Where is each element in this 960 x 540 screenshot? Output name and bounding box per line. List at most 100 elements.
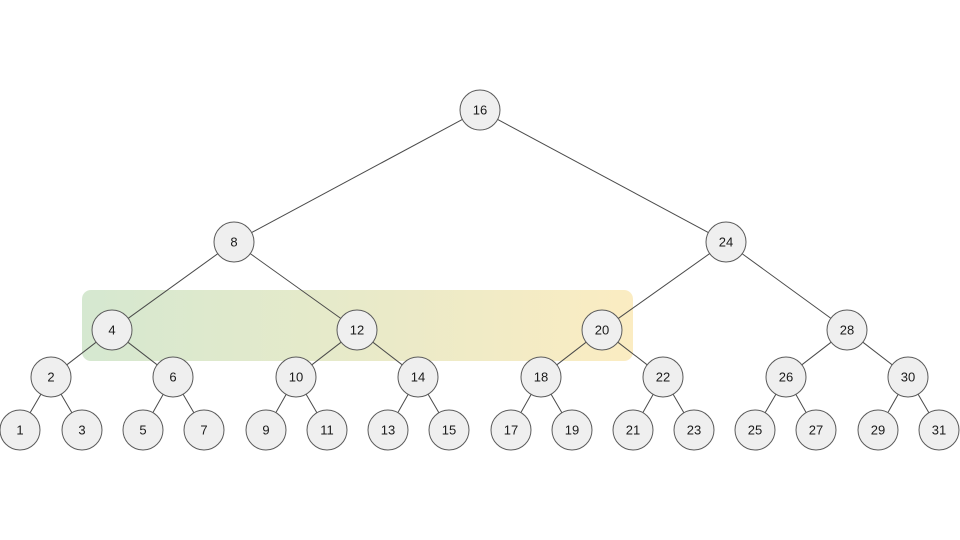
tree-node-9: 9 [245,409,287,451]
node-circle [0,409,41,451]
tree-node-3: 3 [61,409,103,451]
tree-edge [152,394,164,413]
node-circle [122,409,164,451]
tree-node-31: 31 [918,409,960,451]
tree-edge [764,394,777,413]
tree-edge [305,394,318,413]
node-label: 3 [78,423,85,438]
node-label: 17 [504,423,518,438]
node-circle [490,409,532,451]
tree-edge [617,341,648,366]
node-circle [857,409,899,451]
node-label: 1 [16,423,23,438]
node-circle [795,409,837,451]
node-circle [245,409,287,451]
tree-node-16: 16 [459,89,501,131]
tree-node-7: 7 [183,409,225,451]
tree-edge [618,253,710,319]
tree-node-6: 6 [152,356,194,398]
node-circle [642,356,684,398]
tree-node-25: 25 [734,409,776,451]
node-label: 12 [350,323,364,338]
node-label: 28 [840,323,854,338]
tree-node-8: 8 [213,221,255,263]
tree-node-26: 26 [765,356,807,398]
edges-layer [29,119,930,413]
node-circle [183,409,225,451]
node-label: 10 [289,370,303,385]
node-circle [673,409,715,451]
node-circle [705,221,747,263]
node-label: 25 [748,423,762,438]
tree-edge [862,341,893,366]
node-label: 26 [779,370,793,385]
tree-node-12: 12 [336,309,378,351]
tree-edge [520,394,532,413]
node-circle [367,409,409,451]
tree-edge [672,394,685,413]
node-circle [336,309,378,351]
tree-node-29: 29 [857,409,899,451]
tree-edge [127,341,158,366]
node-circle [459,89,501,131]
tree-node-27: 27 [795,409,837,451]
tree-node-24: 24 [705,221,747,263]
node-circle [30,356,72,398]
node-circle [61,409,103,451]
node-label: 15 [442,423,456,438]
node-label: 23 [687,423,701,438]
node-circle [612,409,654,451]
node-label: 24 [719,235,733,250]
node-circle [520,356,562,398]
node-label: 18 [534,370,548,385]
tree-node-11: 11 [306,409,348,451]
tree-edge [127,253,219,319]
node-label: 27 [809,423,823,438]
node-circle [152,356,194,398]
tree-node-10: 10 [275,356,317,398]
tree-edge [275,394,287,413]
tree-edge [311,341,342,366]
tree-edge [497,119,709,233]
node-circle [213,221,255,263]
tree-edge [556,341,587,366]
tree-node-21: 21 [612,409,654,451]
tree-edge [741,253,832,319]
node-label: 29 [871,423,885,438]
node-circle [397,356,439,398]
tree-edge [550,394,563,413]
node-label: 4 [108,323,115,338]
tree-node-18: 18 [520,356,562,398]
tree-edge [397,394,409,413]
tree-node-22: 22 [642,356,684,398]
node-circle [887,356,929,398]
tree-node-30: 30 [887,356,929,398]
node-label: 5 [139,423,146,438]
node-label: 7 [200,423,207,438]
tree-node-28: 28 [826,309,868,351]
tree-node-13: 13 [367,409,409,451]
tree-edge [427,394,440,413]
node-circle [551,409,593,451]
node-label: 2 [47,370,54,385]
node-circle [275,356,317,398]
tree-edge [642,394,654,413]
tree-edge [66,341,97,366]
tree-edge [182,394,195,413]
tree-edge [29,394,42,413]
node-label: 20 [595,323,609,338]
tree-node-2: 2 [30,356,72,398]
tree-node-15: 15 [428,409,470,451]
node-circle [428,409,470,451]
node-circle [734,409,776,451]
tree-edge [801,341,832,366]
node-circle [918,409,960,451]
tree-node-23: 23 [673,409,715,451]
node-label: 21 [626,423,640,438]
node-label: 22 [656,370,670,385]
tree-node-14: 14 [397,356,439,398]
tree-node-1: 1 [0,409,41,451]
node-label: 6 [169,370,176,385]
